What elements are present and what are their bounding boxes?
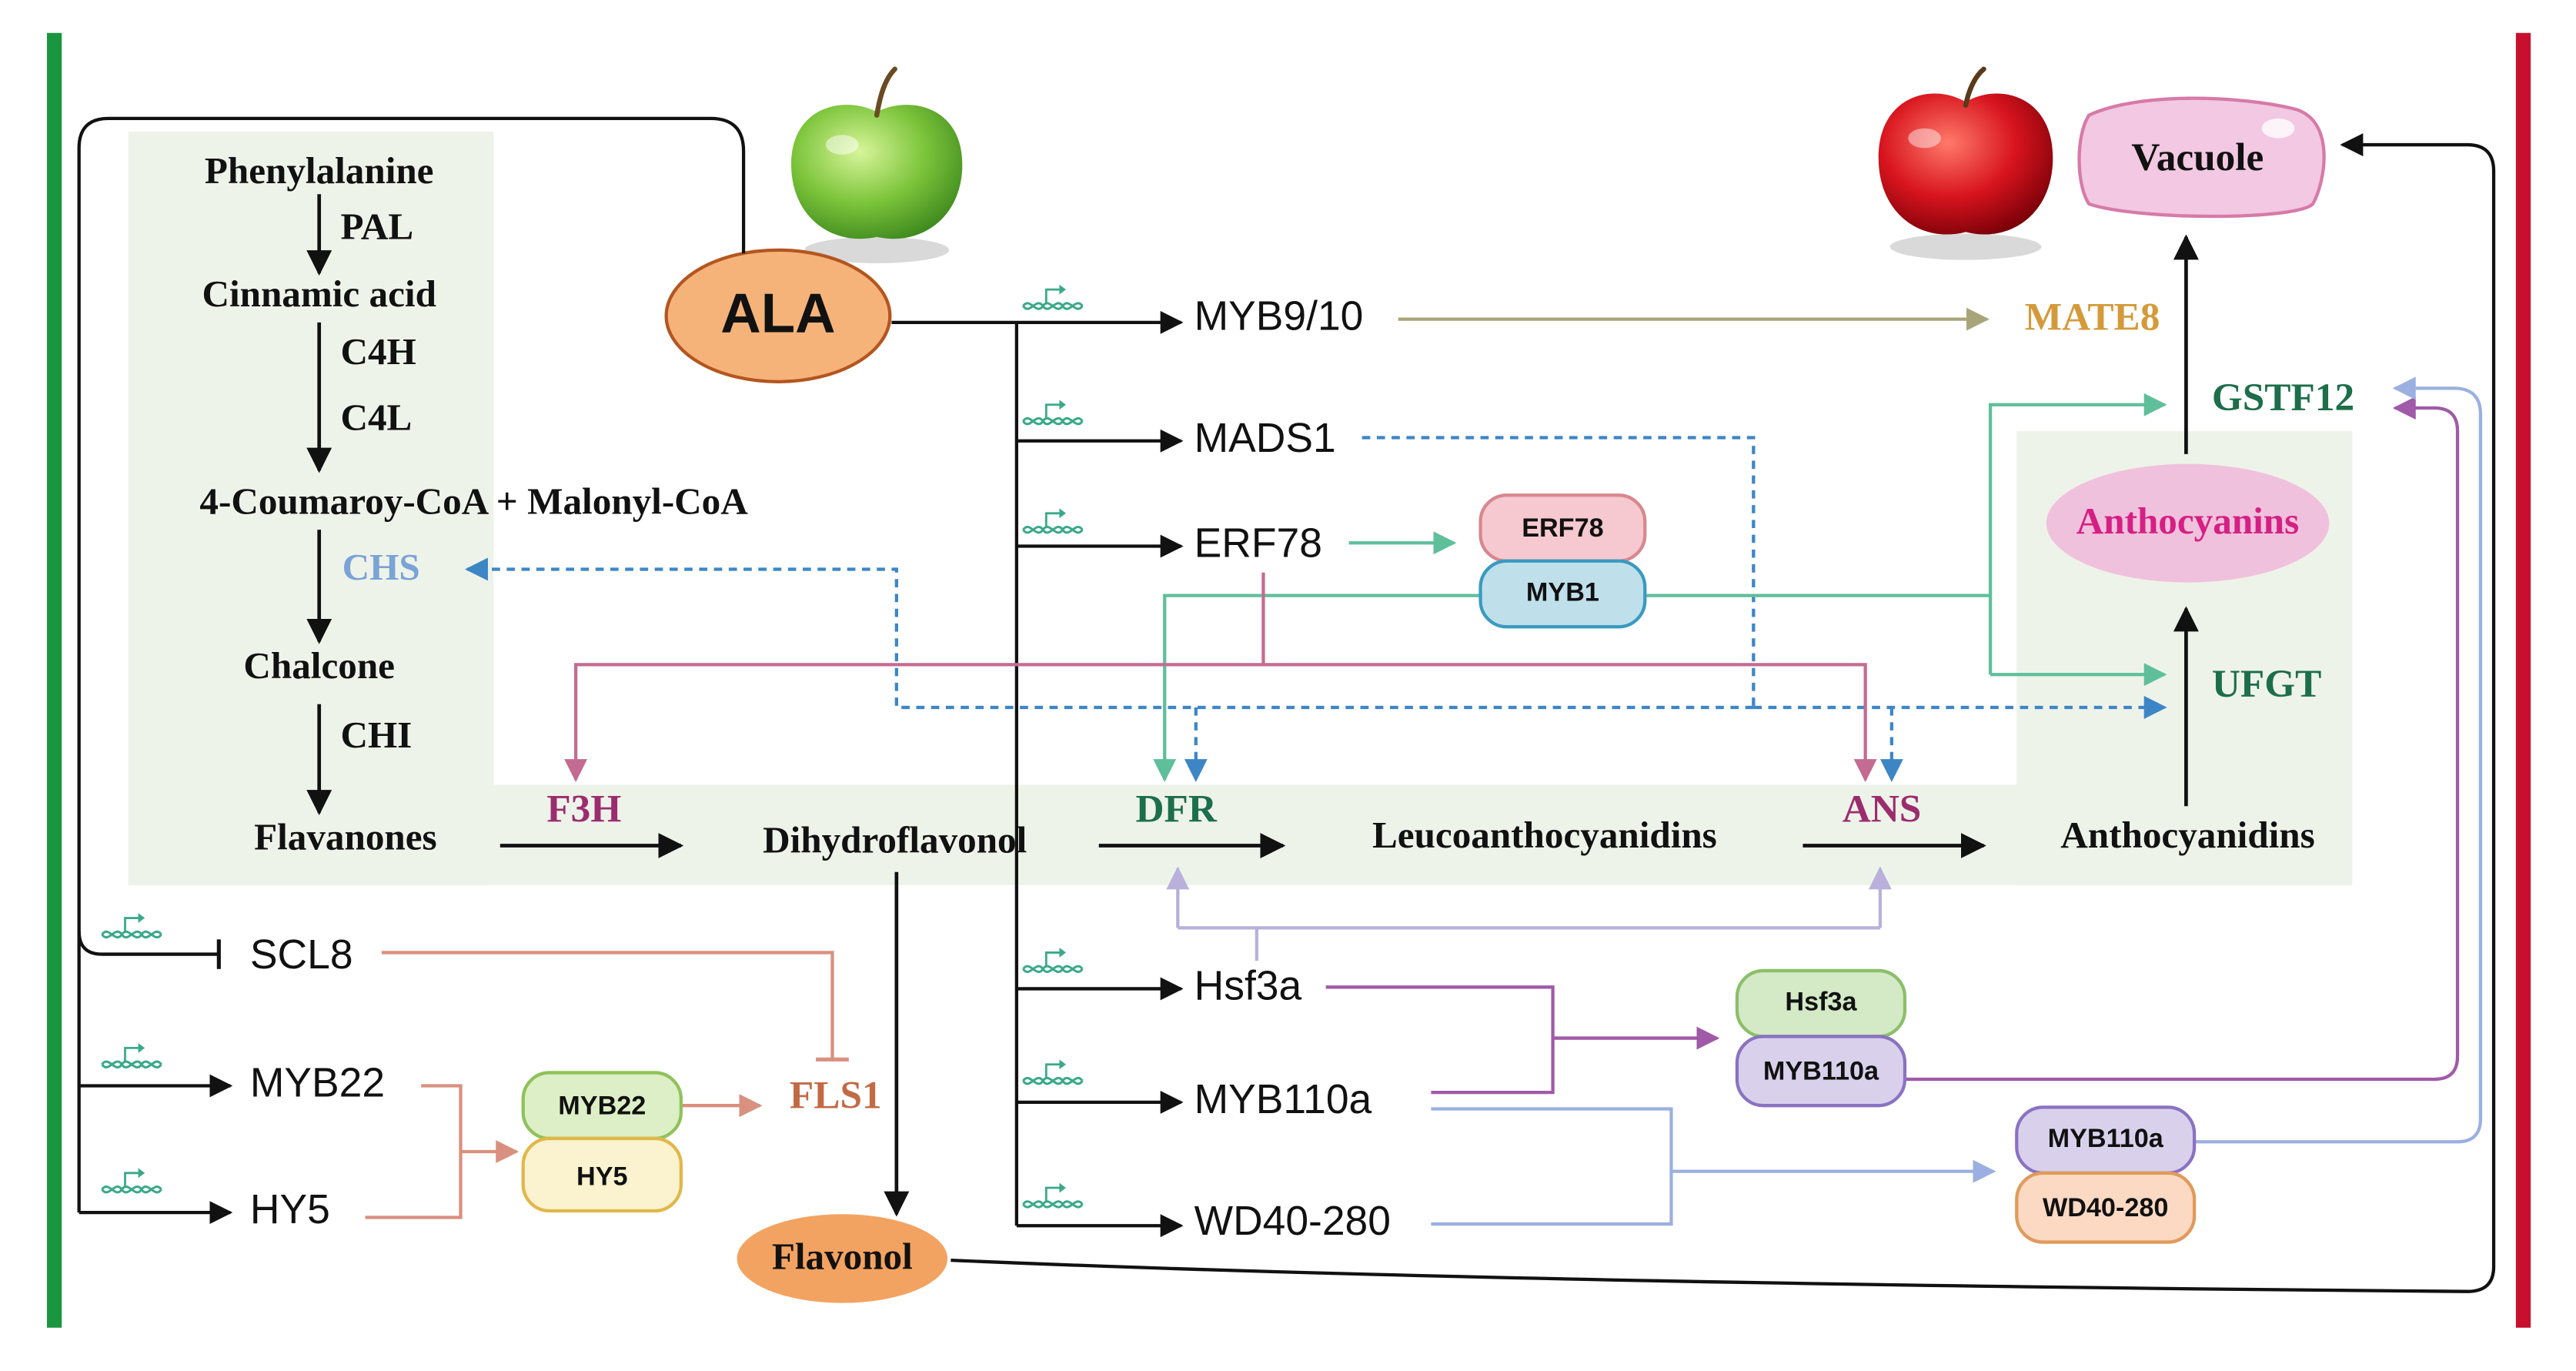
gstf12-enzyme: GSTF12 <box>2212 376 2354 420</box>
dfr-enzyme: DFR <box>1135 787 1217 831</box>
erf78-myb1-complex: ERF78 MYB1 <box>1478 493 1647 629</box>
myb22-hy5-regulation <box>365 1084 763 1219</box>
pathway-arrows <box>306 194 2199 1217</box>
anthocyanins-node: Anthocyanins <box>2046 463 2330 583</box>
flavanones-label: Flavanones <box>254 815 437 858</box>
c4h-enzyme: C4H <box>340 330 416 373</box>
hsf3a-myb110a-regulation <box>1325 396 2460 1095</box>
myb110a-wd40-complex: MYB110a WD40-280 <box>2015 1105 2197 1244</box>
flavonol-label: Flavonol <box>772 1235 913 1277</box>
hy5-complex-label: HY5 <box>576 1162 628 1191</box>
myb110a-top-label: MYB110a <box>2048 1124 2164 1153</box>
pal-enzyme: PAL <box>340 205 413 247</box>
promoter-dna-icon <box>1021 398 1084 426</box>
promoter-dna-icon <box>1021 283 1084 310</box>
myb9-10-label: MYB9/10 <box>1194 294 1364 339</box>
wd40-280-complex-label: WD40-280 <box>2043 1193 2168 1222</box>
promoter-dna-icon <box>1021 946 1084 973</box>
green-apple-icon <box>791 66 963 263</box>
hsf3a-myb110a-complex: Hsf3a MYB110a <box>1735 968 1907 1108</box>
cinnamic-acid-label: Cinnamic acid <box>202 273 436 315</box>
hy5-label: HY5 <box>250 1187 330 1232</box>
wd40-280-label: WD40-280 <box>1194 1199 1391 1244</box>
hsf3a-label: Hsf3a <box>1194 964 1302 1009</box>
c4l-enzyme: C4L <box>340 396 412 438</box>
hsf3a-complex-label: Hsf3a <box>1785 988 1857 1017</box>
frame <box>46 32 2531 1333</box>
coumaroyl-coa-label: 4-Coumaroy-CoA + Malonyl-CoA <box>199 480 748 522</box>
anthocyanins-label: Anthocyanins <box>2077 500 2299 542</box>
mads1-dashed-regulation <box>465 436 2167 783</box>
flavonol-node: Flavonol <box>737 1214 948 1303</box>
erf78-rose-regulation <box>564 572 1877 783</box>
promoter-dna-icon <box>1021 1182 1084 1209</box>
promoter-dna-icon <box>101 911 163 939</box>
ala-label: ALA <box>720 283 835 345</box>
chi-enzyme: CHI <box>340 714 412 756</box>
erf78-label: ERF78 <box>1194 521 1322 567</box>
scl8-label: SCL8 <box>250 932 353 978</box>
chs-enzyme: CHS <box>342 546 420 588</box>
ufgt-enzyme: UFGT <box>2212 662 2321 706</box>
myb110a-wd40-regulation <box>1431 376 2483 1226</box>
red-apple-icon <box>1878 66 2053 260</box>
ala-regulation-lines <box>77 116 2496 1293</box>
pathway-labels: Phenylalanine PAL Cinnamic acid C4H C4L … <box>199 149 2354 1118</box>
dfr-ans-lavender-link <box>1166 866 1892 961</box>
f3h-enzyme: F3H <box>546 787 621 831</box>
fls1-enzyme: FLS1 <box>790 1073 882 1117</box>
vacuole-label: Vacuole <box>2131 135 2264 179</box>
mate8-transporter: MATE8 <box>2025 296 2160 339</box>
phenylalanine-label: Phenylalanine <box>205 149 434 192</box>
ala-node: ALA <box>664 248 892 383</box>
myb22-hy5-complex: MYB22 HY5 <box>521 1071 683 1213</box>
erf78-myb1-regulation <box>1153 393 2167 783</box>
scl8-inhibits-fls1 <box>381 951 849 1062</box>
promoter-dna-icon <box>101 1166 163 1194</box>
myb1-complex-label: MYB1 <box>1526 578 1599 607</box>
myb110a-label: MYB110a <box>1194 1077 1372 1122</box>
regulator-labels: MYB9/10 MADS1 ERF78 Hsf3a MYB110a WD40-2… <box>250 294 1391 1244</box>
myb110a-complex-label: MYB110a <box>1763 1056 1879 1085</box>
myb22-complex-label: MYB22 <box>558 1091 646 1120</box>
promoter-dna-icon <box>1021 1058 1084 1085</box>
ans-enzyme: ANS <box>1843 787 1922 831</box>
promoter-dna-icon <box>1021 507 1084 534</box>
promoter-dna-icon <box>101 1042 163 1068</box>
myb22-label: MYB22 <box>250 1061 385 1106</box>
leucoanthocyanidins-label: Leucoanthocyanidins <box>1372 814 1717 856</box>
erf78-complex-label: ERF78 <box>1522 513 1603 543</box>
dihydroflavonol-label: Dihydroflavonol <box>763 819 1027 861</box>
mads1-label: MADS1 <box>1194 416 1336 461</box>
anthocyanidins-label: Anthocyanidins <box>2060 814 2314 856</box>
vacuole-node: Vacuole <box>2077 96 2326 219</box>
chalcone-label: Chalcone <box>243 644 395 687</box>
